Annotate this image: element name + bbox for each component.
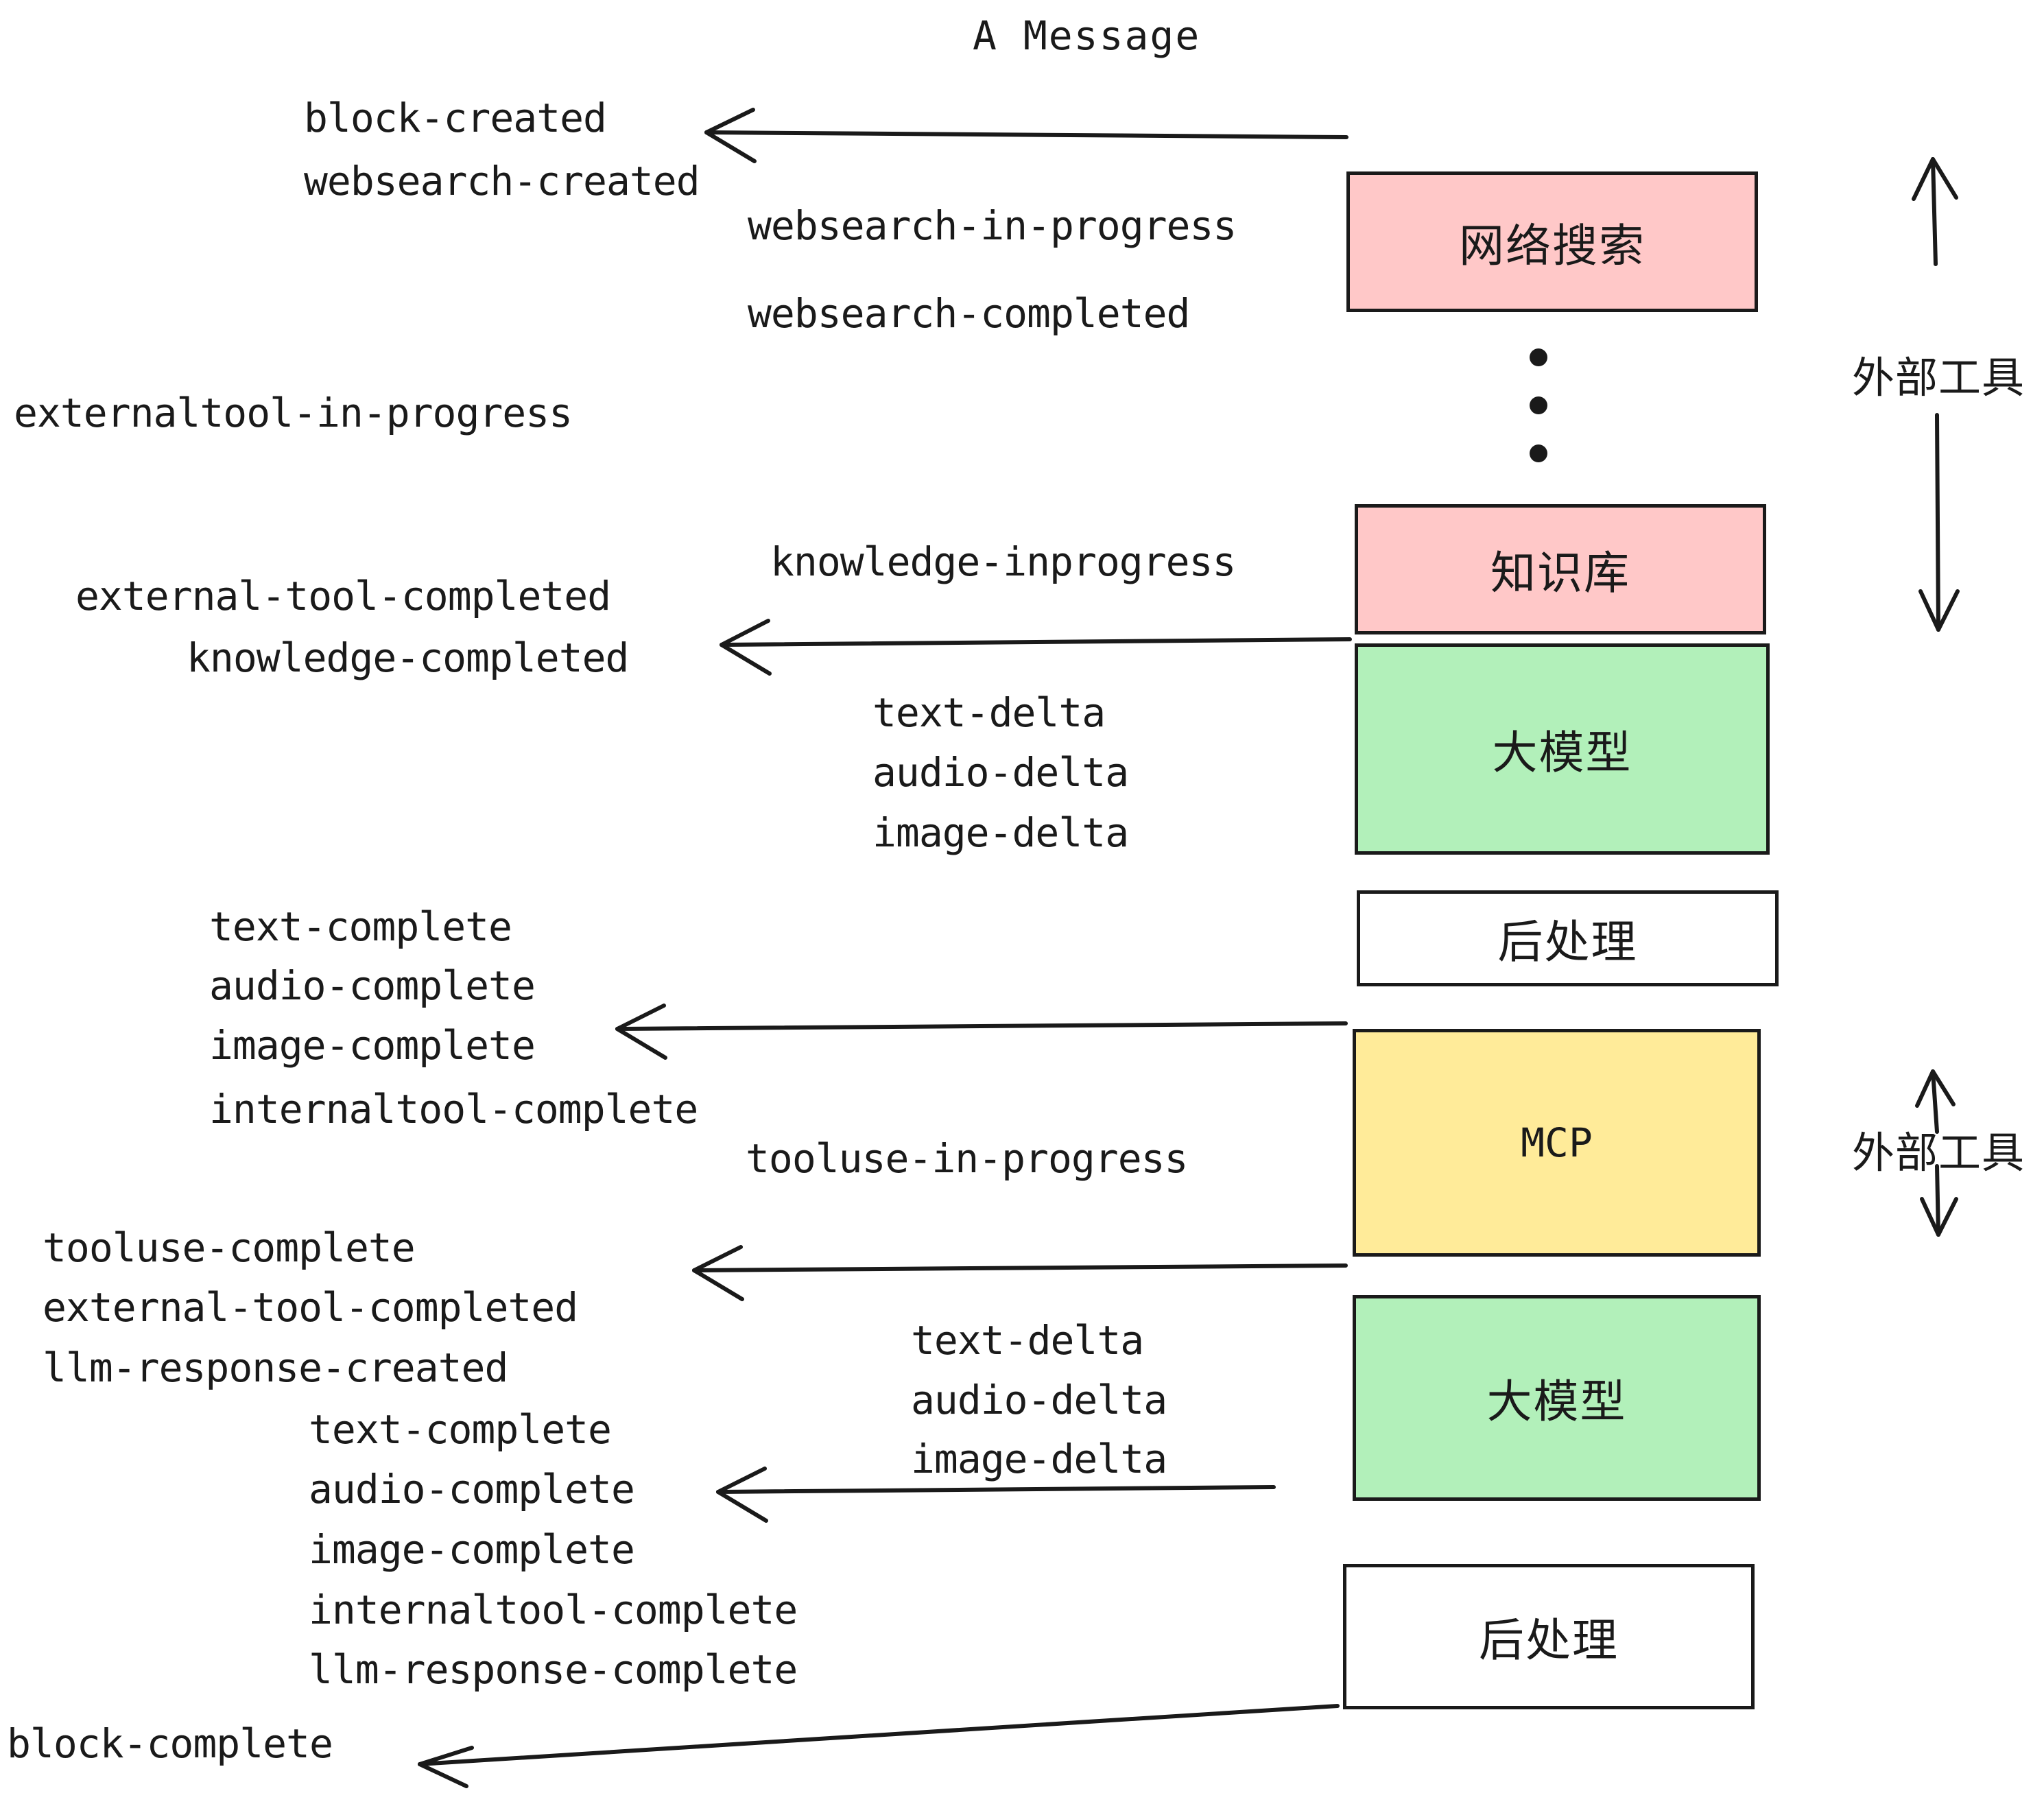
ellipsis-dot-icon bbox=[1530, 348, 1547, 366]
node-label: 后处理 bbox=[1479, 1614, 1619, 1667]
event-label: internaltool-complete bbox=[309, 1587, 798, 1633]
image-complete-arrow bbox=[615, 1004, 1348, 1060]
ellipsis-dot-icon bbox=[1530, 444, 1547, 462]
event-label: websearch-in-progress bbox=[748, 202, 1237, 249]
node-mcp: MCP bbox=[1353, 1029, 1761, 1257]
event-label: websearch-created bbox=[304, 158, 700, 204]
event-label: externaltool-in-progress bbox=[14, 390, 573, 436]
tooluse-complete-arrow bbox=[692, 1245, 1348, 1301]
event-label: llm-response-created bbox=[43, 1344, 508, 1391]
event-label: image-delta bbox=[911, 1436, 1167, 1482]
event-label: text-complete bbox=[309, 1406, 612, 1453]
event-label: internaltool-complete bbox=[209, 1086, 698, 1132]
event-label: tooluse-complete bbox=[43, 1224, 416, 1271]
block-complete-arrow bbox=[418, 1704, 1340, 1788]
event-label: tooluse-in-progress bbox=[746, 1135, 1188, 1182]
event-label: llm-response-complete bbox=[309, 1646, 798, 1693]
node-postprocess-2: 后处理 bbox=[1343, 1564, 1755, 1709]
ellipsis-dot-icon bbox=[1530, 396, 1547, 414]
event-label: audio-complete bbox=[209, 962, 536, 1009]
page-title: A Message bbox=[973, 12, 1201, 59]
node-label: 知识库 bbox=[1490, 547, 1630, 600]
event-label: websearch-completed bbox=[748, 290, 1190, 337]
event-label: text-delta bbox=[911, 1317, 1144, 1364]
event-label: knowledge-completed bbox=[187, 634, 629, 681]
node-postprocess-1: 后处理 bbox=[1357, 890, 1779, 986]
node-label: 大模型 bbox=[1486, 1375, 1627, 1428]
event-label: text-complete bbox=[209, 903, 512, 950]
event-label: block-complete bbox=[7, 1720, 333, 1767]
node-llm-2: 大模型 bbox=[1353, 1295, 1761, 1501]
event-label: external-tool-completed bbox=[75, 573, 611, 619]
event-label: external-tool-completed bbox=[43, 1284, 578, 1331]
node-knowledgebase: 知识库 bbox=[1355, 504, 1766, 634]
event-label: text-delta bbox=[872, 689, 1106, 736]
knowledge-completed-arrow bbox=[720, 619, 1352, 676]
event-label: image-complete bbox=[309, 1526, 635, 1573]
node-label: 后处理 bbox=[1497, 916, 1638, 969]
event-label: image-delta bbox=[872, 809, 1129, 856]
event-label: audio-delta bbox=[911, 1377, 1167, 1423]
event-label: image-complete bbox=[209, 1022, 536, 1069]
side-label-external-tools-bottom: 外部工具 bbox=[1852, 1128, 2025, 1178]
block-created-arrow bbox=[704, 108, 1348, 163]
node-label: 大模型 bbox=[1492, 726, 1632, 779]
event-label: audio-delta bbox=[872, 749, 1129, 796]
node-llm-1: 大模型 bbox=[1355, 643, 1770, 855]
event-label: knowledge-inprogress bbox=[770, 538, 1236, 585]
event-label: block-created bbox=[304, 95, 607, 141]
event-label: audio-complete bbox=[309, 1466, 635, 1512]
node-label: MCP bbox=[1521, 1119, 1593, 1166]
node-label: 网络搜索 bbox=[1459, 219, 1645, 272]
side-label-external-tools-top: 外部工具 bbox=[1852, 353, 2025, 403]
node-websearch: 网络搜索 bbox=[1346, 171, 1758, 312]
